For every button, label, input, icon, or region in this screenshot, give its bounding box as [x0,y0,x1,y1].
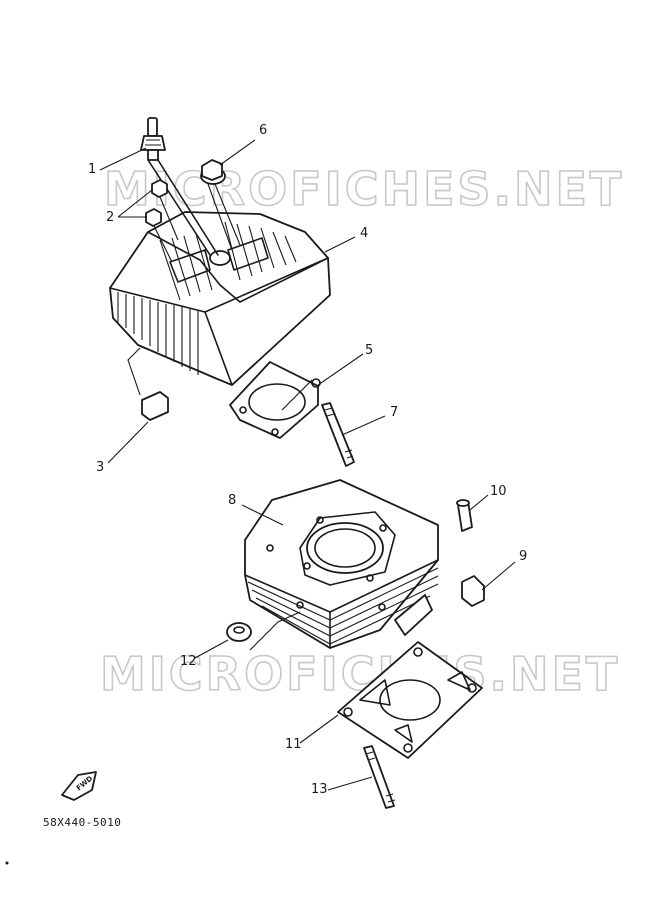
callout-10: 10 [490,484,507,499]
callout-11: 11 [285,737,302,752]
front-arrow-icon: FWD [61,771,97,801]
callout-3: 3 [96,460,104,475]
spark-plug [140,117,219,256]
diagram-code: 58X440-5010 [43,816,121,829]
collar-nut [461,575,485,607]
blind-plugs [145,179,179,263]
base-gasket [337,641,483,759]
callout-6: 6 [259,123,267,138]
cap-nut [200,159,241,251]
damper-block [141,391,169,421]
callout-2: 2 [106,210,114,225]
callout-7: 7 [390,405,398,420]
callout-1: 1 [88,162,96,177]
dowel-pin [456,499,473,532]
callout-8: 8 [228,493,236,508]
callout-9: 9 [519,549,527,564]
stud-bolt-lower [363,745,396,809]
flange-nut [226,622,252,642]
callout-4: 4 [360,226,368,241]
leader-lines [99,139,516,791]
stud-bolt [321,402,355,467]
cylinder-head [109,211,331,386]
callout-12: 12 [180,654,197,669]
callout-13: 13 [311,782,328,797]
watermark-bottom: MICROFICHES.NET [100,647,620,701]
callout-5: 5 [365,343,373,358]
watermark-top: MICROFICHES.NET [104,162,624,216]
head-gasket [229,361,321,439]
scan-speck [5,861,9,865]
cylinder [244,479,439,649]
